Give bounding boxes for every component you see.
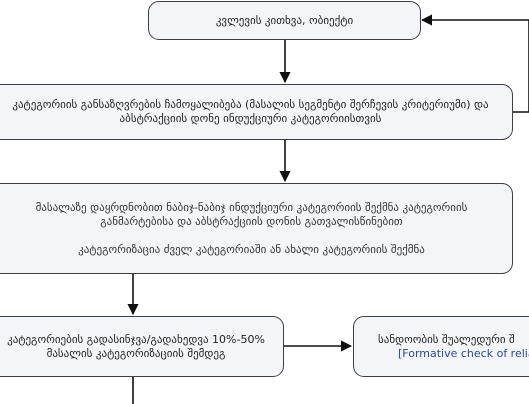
node-inductive-line1: მასალაზე დაყრდნობით ნაბიჯ-ნაბიჯ ინდუქციუ… [35, 200, 468, 214]
node-inductive-line2: განმარტებისა და აბსტრაქციის დონის გათვალ… [100, 214, 403, 228]
node-inductive-category-creation: მასალაზე დაყრდნობით ნაბიჯ-ნაბიჯ ინდუქციუ… [0, 183, 513, 274]
node-category-definition-line1: კატეგორიის განსაზღვრების ჩამოყალიბება (მ… [12, 98, 489, 111]
node-category-revision-line2: მასალის კატეგორიზაციის შემდეგ [46, 346, 226, 360]
node-research-question: კვლევის კითხვა, ობიექტი [148, 1, 421, 40]
feedback-loop-line [513, 20, 529, 113]
node-category-revision-line1: კატეგორიების გადასინჯვა/გადახედვა 10%-50… [7, 332, 265, 346]
node-research-question-text: კვლევის კითხვა, ობიექტი [215, 13, 354, 27]
node-category-revision: კატეგორიების გადასინჯვა/გადახედვა 10%-50… [0, 316, 284, 377]
node-reliability-check-line2: [Formative check of reliab [398, 346, 529, 360]
node-inductive-line3: კატეგორიზაცია ძველ კატეგორიაში ან ახალი … [78, 242, 425, 256]
node-reliability-check-line1: სანდოობის შუალედური შ [378, 332, 515, 346]
node-category-definition: კატეგორიის განსაზღვრების ჩამოყალიბება (მ… [0, 84, 513, 140]
node-category-definition-line2: აბსტრაქციის დონე ინდუქციური კატეგორიისთვ… [119, 112, 382, 125]
node-reliability-check: სანდოობის შუალედური შ [Formative check o… [353, 316, 529, 377]
